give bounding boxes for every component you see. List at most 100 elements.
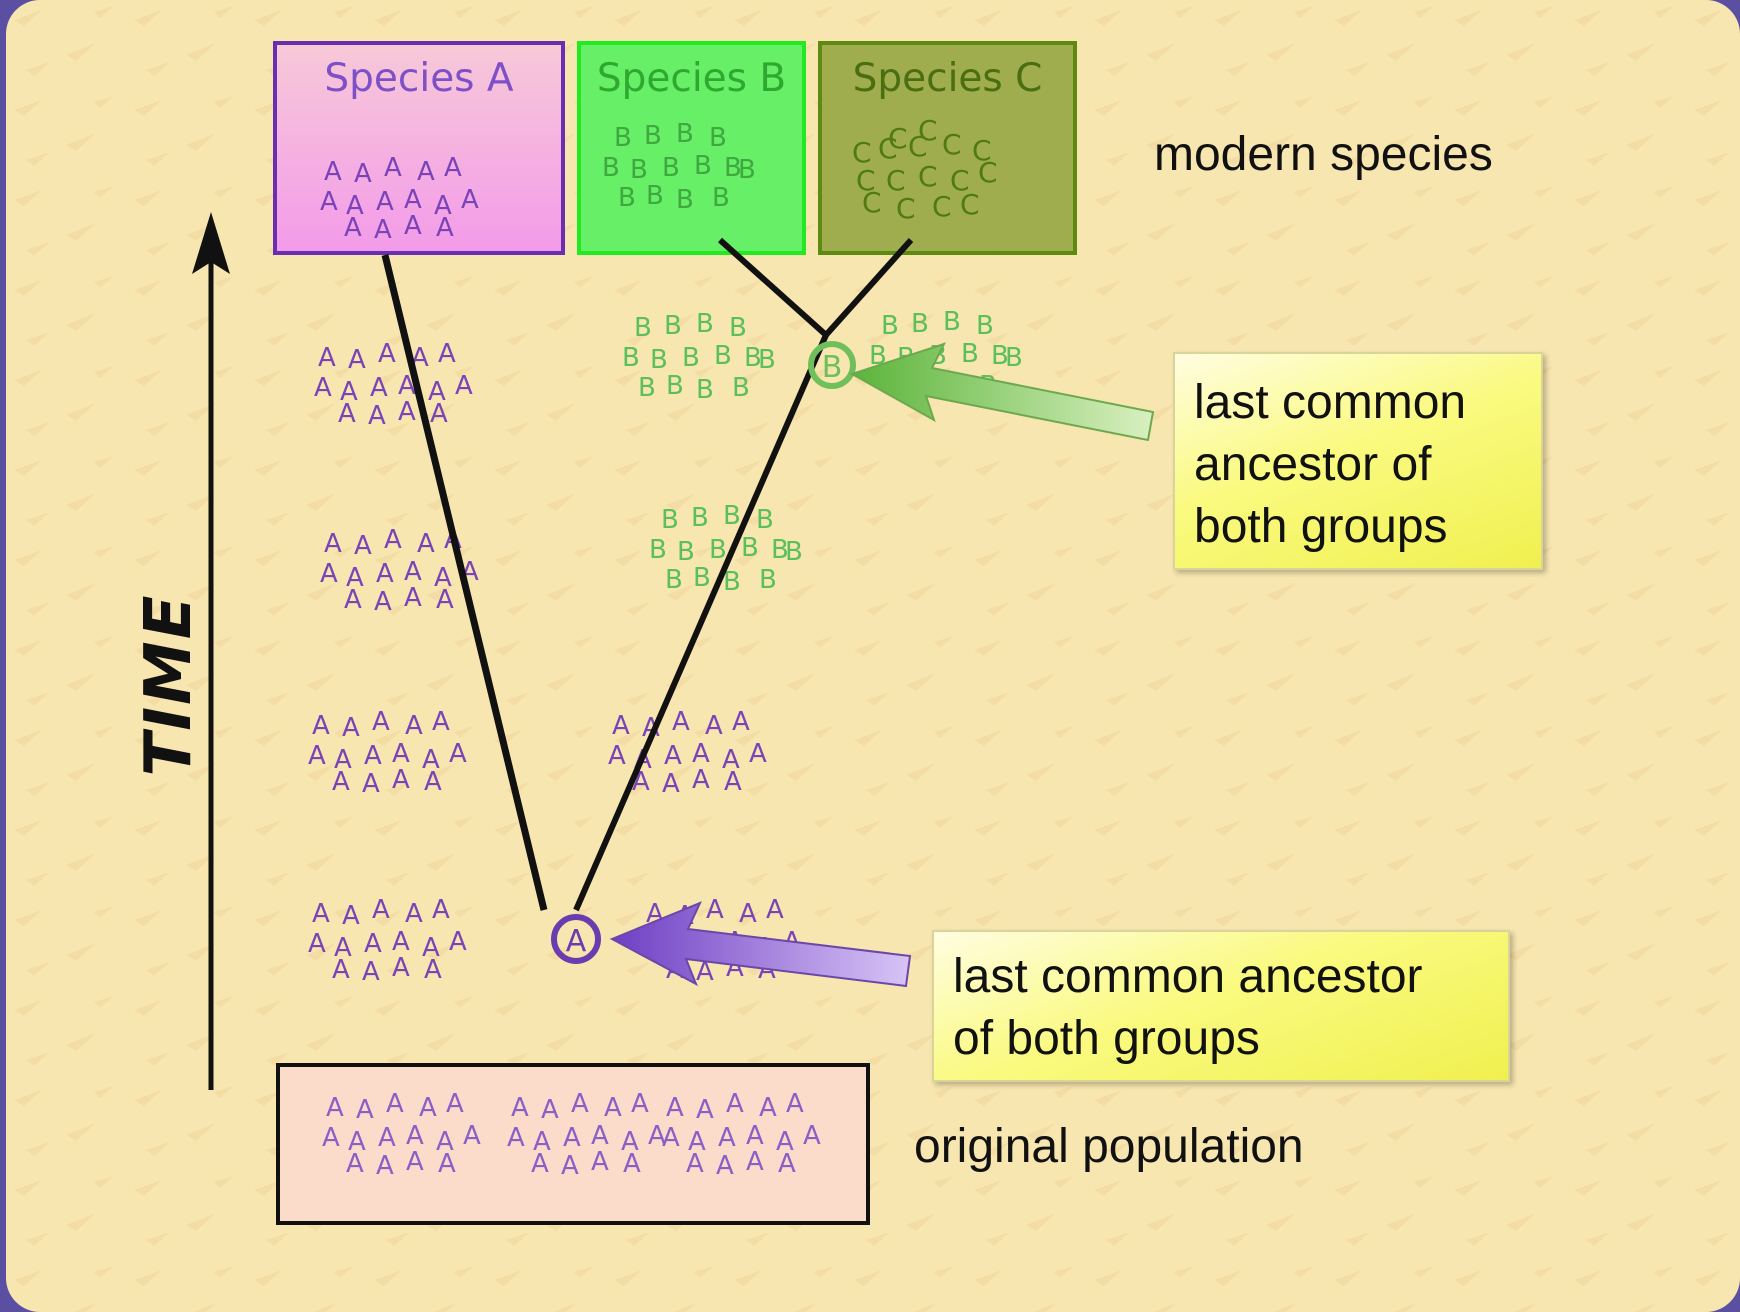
population-a-individual: A: [612, 711, 630, 741]
species-b-individual: B: [712, 183, 730, 213]
original-population-individual: A: [726, 1089, 744, 1119]
original-population-individual: A: [376, 1151, 394, 1181]
original-population-individual: A: [718, 1123, 736, 1153]
population-b-individual: B: [664, 311, 682, 341]
population-a-individual: A: [455, 371, 473, 401]
species-c-individual: C: [932, 190, 952, 223]
callout-top-line-3: both groups: [1194, 496, 1541, 558]
population-a-individual: A: [706, 895, 724, 925]
callout-bottom-line-1: last common ancestor: [953, 946, 1508, 1008]
original-population-individual: A: [623, 1149, 641, 1179]
population-a-individual: A: [672, 707, 690, 737]
species-a-individual: A: [461, 185, 479, 215]
population-a-individual: A: [705, 711, 723, 741]
population-b-individual: B: [723, 501, 741, 531]
species-b-individual: B: [709, 123, 727, 153]
population-b-individual: B: [741, 533, 759, 563]
population-b-individual: B: [649, 535, 667, 565]
population-a-individual: A: [608, 741, 626, 771]
species-a-individual: A: [384, 153, 402, 183]
original-population-individual: A: [419, 1093, 437, 1123]
population-b-individual: B: [696, 375, 714, 405]
species-c-individual: C: [960, 188, 980, 221]
original-population-individual: A: [604, 1093, 622, 1123]
species-a-individual: A: [354, 159, 372, 189]
population-a-individual: A: [372, 895, 390, 925]
population-a-individual: A: [664, 741, 682, 771]
population-b-individual: B: [638, 373, 656, 403]
original-population-individual: A: [746, 1147, 764, 1177]
population-a-individual: A: [739, 899, 757, 929]
population-a-individual: A: [417, 529, 435, 559]
original-population-individual: A: [716, 1151, 734, 1181]
original-population-individual: A: [346, 1149, 364, 1179]
population-b-individual: B: [1005, 343, 1023, 373]
species-c-individual: C: [978, 156, 998, 189]
species-a-individual: A: [344, 213, 362, 243]
population-a-individual: A: [749, 739, 767, 769]
species-b-individual: B: [738, 155, 756, 185]
population-a-individual: A: [424, 955, 442, 985]
population-b-individual: B: [785, 537, 803, 567]
population-b-individual: B: [911, 309, 929, 339]
population-a-individual: A: [362, 769, 380, 799]
population-a-individual: A: [368, 401, 386, 431]
original-population-individual: A: [322, 1123, 340, 1153]
population-a-individual: A: [344, 585, 362, 615]
species-b-individual: B: [694, 151, 712, 181]
species-a-individual: A: [320, 187, 338, 217]
population-a-individual: A: [732, 707, 750, 737]
species-b-individual: B: [614, 123, 632, 153]
population-b-individual: B: [756, 505, 774, 535]
species-a-individual: A: [324, 157, 342, 187]
species-a-individual: A: [436, 213, 454, 243]
population-b-individual: B: [714, 341, 732, 371]
population-a-individual: A: [378, 339, 396, 369]
population-a-individual: A: [398, 397, 416, 427]
population-b-individual: B: [696, 309, 714, 339]
population-a-individual: A: [364, 929, 382, 959]
callout-top-line-2: ancestor of: [1194, 434, 1541, 496]
callout-last-common-ancestor-a: last common ancestor of both groups: [932, 930, 1510, 1082]
original-population-individual: A: [463, 1121, 481, 1151]
species-c-individual: C: [878, 132, 898, 165]
population-a-individual: A: [392, 953, 410, 983]
callout-bottom-line-2: of both groups: [953, 1008, 1508, 1070]
population-a-individual: A: [370, 373, 388, 403]
population-a-individual: A: [308, 929, 326, 959]
species-b-individual: B: [618, 183, 636, 213]
population-a-individual: A: [724, 767, 742, 797]
species-c-individual: C: [896, 192, 916, 225]
original-population-label: original population: [914, 1123, 1304, 1171]
population-a-individual: A: [364, 741, 382, 771]
species-b-individual: B: [676, 119, 694, 149]
population-glyphs: AAAAAAAAAAAAAAABBBBBBBBBBBBBBCCCCCCCCCCC…: [308, 114, 1023, 1181]
population-a-individual: A: [338, 399, 356, 429]
population-a-individual: A: [405, 899, 423, 929]
population-a-individual: A: [332, 767, 350, 797]
population-a-individual: A: [314, 373, 332, 403]
original-population-individual: A: [446, 1089, 464, 1119]
population-b-individual: B: [976, 311, 994, 341]
population-b-individual: B: [881, 311, 899, 341]
population-b-individual: B: [622, 343, 640, 373]
population-a-individual: A: [372, 707, 390, 737]
species-c-individual: C: [942, 128, 962, 161]
species-b-individual: B: [602, 153, 620, 183]
population-a-individual: A: [692, 765, 710, 795]
species-b-individual: B: [676, 185, 694, 215]
population-b-individual: B: [732, 373, 750, 403]
original-population-individual: A: [541, 1095, 559, 1125]
population-a-individual: A: [449, 739, 467, 769]
lineage-line-to-branch: [576, 335, 826, 910]
original-population-individual: A: [631, 1089, 649, 1119]
population-b-individual: B: [943, 307, 961, 337]
species-c-individual: C: [862, 186, 882, 219]
population-a-individual: A: [318, 343, 336, 373]
original-population-individual: A: [356, 1095, 374, 1125]
population-a-individual: A: [424, 767, 442, 797]
population-b-individual: B: [693, 563, 711, 593]
original-population-individual: A: [666, 1093, 684, 1123]
species-b-individual: B: [646, 181, 664, 211]
population-a-individual: A: [404, 583, 422, 613]
